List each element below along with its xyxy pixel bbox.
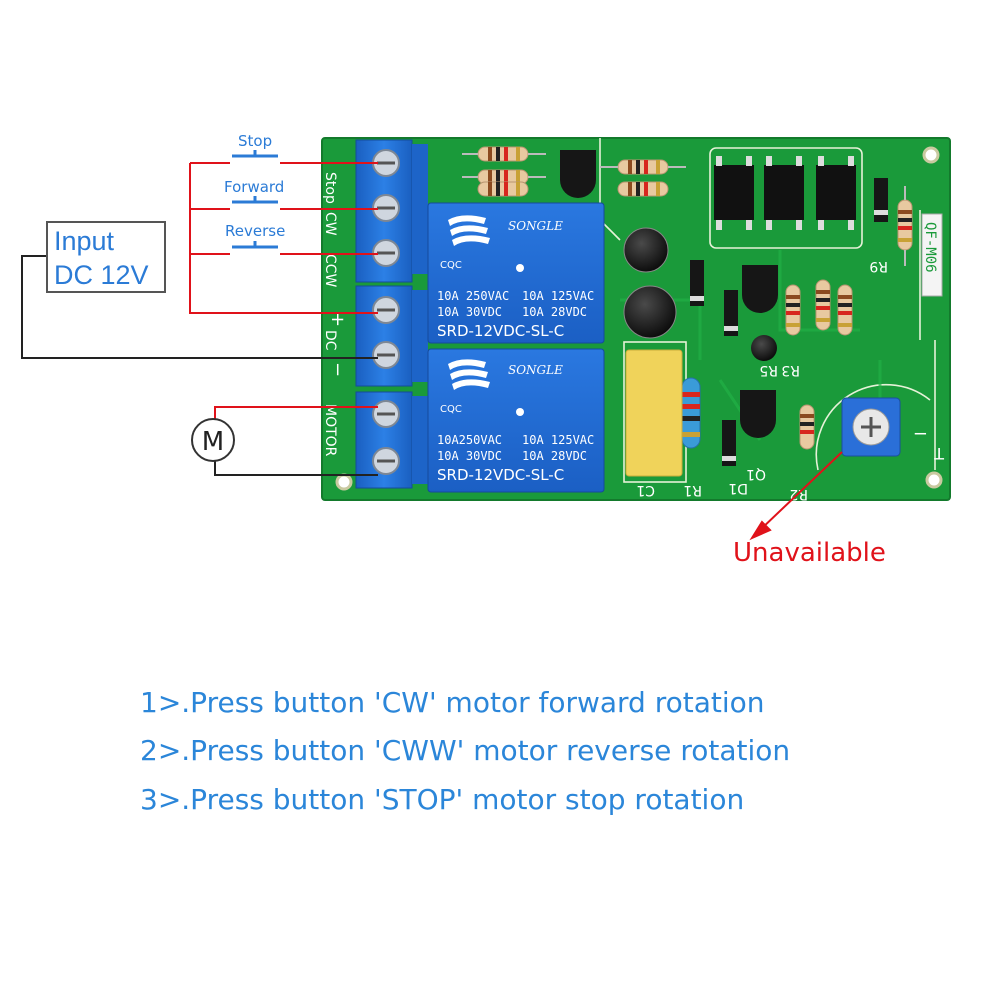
relay-bottom-brand: SONGLE	[508, 363, 563, 377]
instruction-3: 3>.Press button 'STOP' motor stop rotati…	[140, 783, 745, 816]
silkscreen-labels: R9 R3 R5 C1 R1 D1 Q1 R2 T −	[636, 258, 945, 502]
terminal-label-stop: Stop	[322, 172, 338, 204]
instruction-1: 1>.Press button 'CW' motor forward rotat…	[140, 686, 765, 719]
input-power-box: Input DC 12V	[46, 221, 166, 293]
terminal-label-ccw: CCW	[322, 254, 338, 288]
optocouplers	[714, 156, 856, 230]
label-q1: Q1	[746, 466, 766, 482]
film-capacitor	[625, 349, 683, 477]
mounting-holes	[335, 146, 943, 491]
push-buttons	[232, 150, 278, 249]
relay-bottom-rating-r2: 10A 28VDC	[522, 449, 587, 463]
label-d1: D1	[728, 480, 748, 496]
relay-bottom-cert: CQC	[440, 404, 462, 415]
model-label: QF-M06	[921, 213, 943, 297]
label-c1: C1	[636, 482, 655, 498]
dark-wires	[21, 255, 378, 476]
trimmer-potentiometer	[841, 397, 901, 457]
terminal-label-cw: CW	[322, 212, 338, 236]
terminal-label-minus: −	[327, 362, 348, 377]
motor-letter: M	[202, 427, 224, 457]
callout-arrowhead	[749, 520, 772, 541]
callout-arrow	[759, 451, 843, 531]
relay-bottom-rating-l2: 10A 30VDC	[437, 449, 502, 463]
button-label-forward: Forward	[224, 178, 285, 196]
relay-bottom-part: SRD-12VDC-SL-C	[437, 466, 564, 484]
relay-top-rating-l2: 10A 30VDC	[437, 305, 502, 319]
red-wires	[189, 162, 378, 438]
relay-top-part: SRD-12VDC-SL-C	[437, 322, 564, 340]
relay-bottom-rating-r1: 10A 125VAC	[522, 433, 594, 447]
instruction-2: 2>.Press button 'CWW' motor reverse rota…	[140, 734, 791, 767]
terminal-label-plus: +	[327, 312, 348, 327]
terminal-labels: Stop CW CCW + DC − MOTOR	[322, 172, 348, 457]
relay-top: SONGLE CQC 10A 250VAC 10A 30VDC 10A 125V…	[427, 202, 605, 344]
transistors	[560, 150, 778, 438]
label-r3: R3	[781, 362, 800, 378]
label-r1: R1	[683, 482, 702, 498]
relay-bottom: SONGLE CQC 10A250VAC 10A 30VDC 10A 125VA…	[427, 348, 605, 493]
wiring	[21, 150, 843, 541]
label-minus: −	[913, 423, 928, 444]
pcb-board: R9 R3 R5 C1 R1 D1 Q1 R2 T − QF-M06	[321, 137, 951, 502]
diodes	[690, 178, 888, 466]
model-text: QF-M06	[922, 222, 938, 273]
input-label-line1: Input	[54, 226, 115, 256]
terminal-label-dc: DC	[322, 330, 338, 351]
button-label-reverse: Reverse	[225, 222, 286, 240]
terminal-label-motor: MOTOR	[322, 404, 338, 457]
relay-top-brand: SONGLE	[508, 219, 563, 233]
label-t: T	[934, 444, 945, 463]
label-r9: R9	[869, 258, 888, 274]
relay-top-rating-r1: 10A 125VAC	[522, 289, 594, 303]
resistors	[462, 146, 913, 450]
unavailable-callout: Unavailable	[733, 538, 886, 568]
motor-symbol	[191, 418, 235, 462]
relay-top-rating-r2: 10A 28VDC	[522, 305, 587, 319]
relay-top-rating-l1: 10A 250VAC	[437, 289, 509, 303]
relay-bottom-rating-l1: 10A250VAC	[437, 433, 502, 447]
input-label-line2: DC 12V	[54, 260, 149, 290]
capacitors	[623, 227, 777, 361]
terminal-blocks	[355, 139, 428, 489]
button-label-stop: Stop	[238, 132, 273, 150]
relay-top-cert: CQC	[440, 260, 462, 271]
label-r5: R5	[759, 362, 778, 378]
